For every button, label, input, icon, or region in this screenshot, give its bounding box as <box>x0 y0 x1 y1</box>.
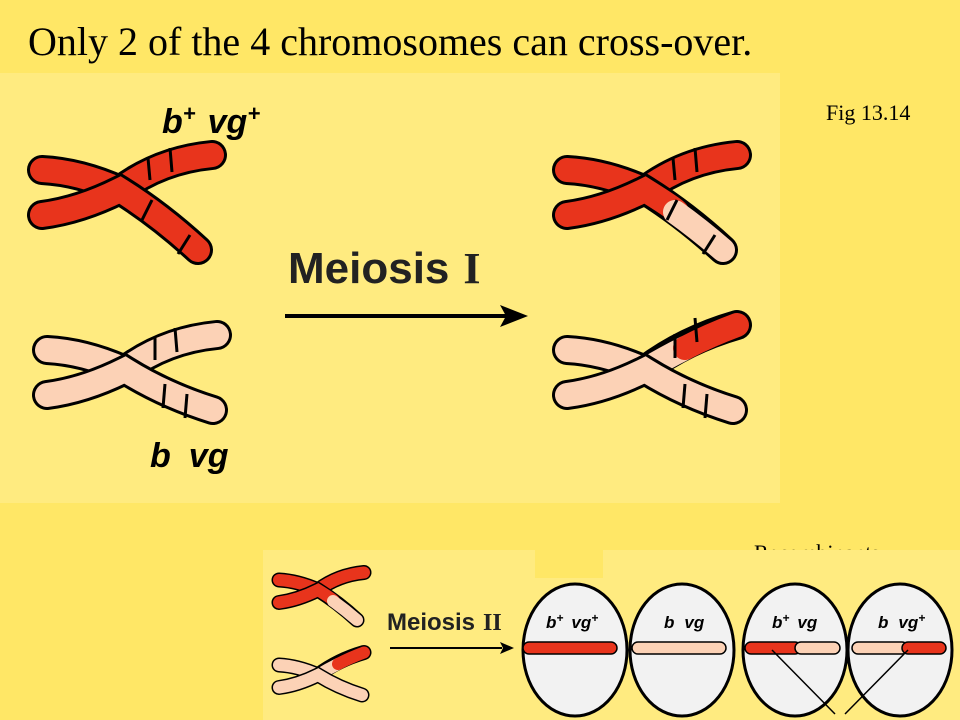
gamete-1: b+vg+ <box>521 582 629 718</box>
chromosome-bottom-left <box>32 320 232 425</box>
gamete-3: b+vg <box>741 582 849 718</box>
panel-notch <box>535 548 603 578</box>
slide-title: Only 2 of the 4 chromosomes can cross-ov… <box>28 19 753 64</box>
small-chromosome-red <box>271 565 372 628</box>
chromosome-top-right <box>552 140 752 265</box>
recombinant-pointer-lines <box>771 649 909 715</box>
chromosome-top-left <box>27 140 227 265</box>
gamete-1-label: b+vg+ <box>546 611 598 632</box>
figure-label: Fig 13.14 <box>826 100 911 125</box>
meiosis-two-arrow <box>390 642 514 654</box>
chromosome-bottom-right <box>552 310 752 425</box>
allele-label-top: b+vg+ <box>162 101 260 141</box>
gamete-3-label: b+vg <box>772 611 818 632</box>
meiosis-one-panel <box>0 73 780 503</box>
meiosis-one-arrow <box>285 305 528 327</box>
small-chromosome-pale <box>271 645 372 703</box>
